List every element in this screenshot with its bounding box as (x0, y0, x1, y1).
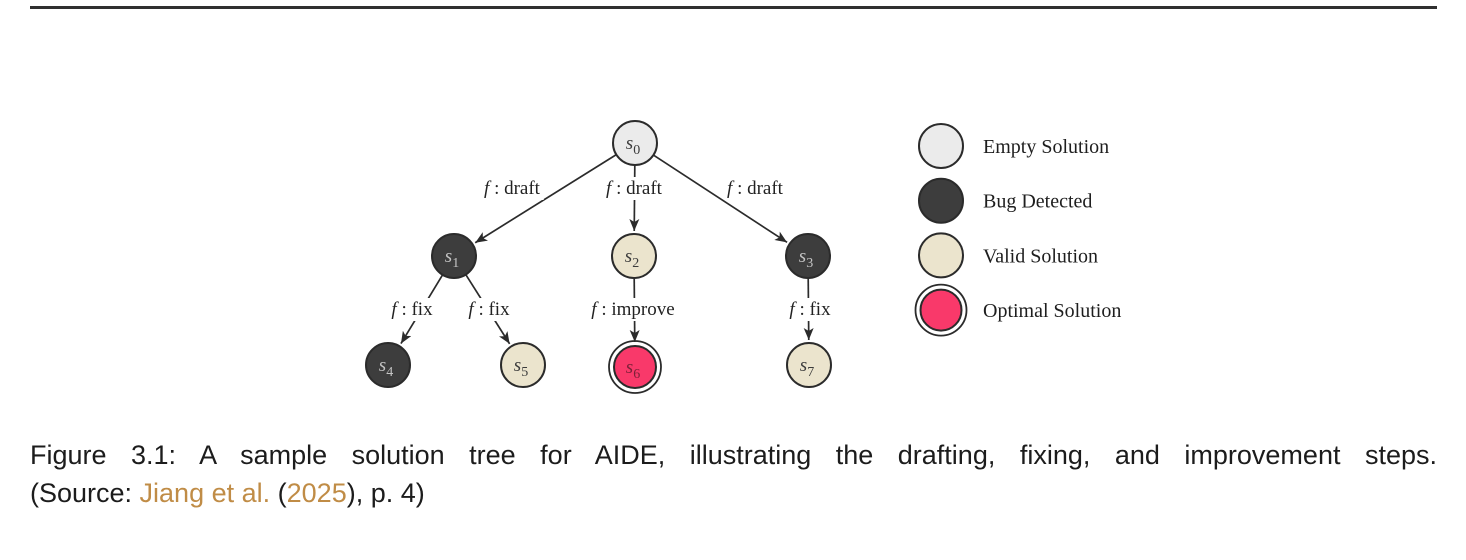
node-s7-circle (786, 342, 832, 388)
node-s1: s1 (431, 233, 477, 279)
edge-label-bg (724, 177, 787, 200)
legend-row-empty: Empty Solution (918, 123, 1109, 169)
edge-label-s0-s3: f : draft (724, 177, 787, 200)
edge-label-s3-s7: f : fix (786, 298, 835, 321)
citation-year-link[interactable]: 2025 (286, 478, 347, 508)
node-s3-circle (785, 233, 831, 279)
citation-authors-link[interactable]: Jiang et al. (139, 478, 271, 508)
edge-label-bg (588, 298, 678, 321)
node-s3-label: s3 (799, 246, 813, 271)
node-s0-circle (612, 120, 658, 166)
edge-label-text: f : fix (391, 299, 433, 320)
legend-row-valid: Valid Solution (918, 232, 1098, 279)
node-s0-label: s0 (626, 133, 640, 158)
node-s1-label: s1 (445, 246, 459, 271)
header-rule (30, 6, 1437, 9)
legend-row-bug: Bug Detected (918, 177, 1092, 224)
edge-label-bg (465, 298, 514, 321)
node-s5: s5 (500, 342, 546, 388)
edge-label-s0-s2: f : draft (603, 177, 666, 200)
edges-layer (400, 153, 814, 345)
node-s4: s4 (365, 342, 411, 388)
edge-label-bg (603, 177, 666, 200)
caption-source-line: (Source: Jiang et al. (2025), p. 4) (30, 474, 1437, 512)
node-s2-label: s2 (625, 246, 639, 271)
edge-label-s1-s5: f : fix (465, 298, 514, 321)
node-s5-label: s5 (514, 355, 528, 380)
legend-swatch-optimal-outer-ring (914, 283, 968, 337)
node-s5-circle (500, 342, 546, 388)
legend-label-bug: Bug Detected (983, 191, 1092, 213)
edge-label-bg (786, 298, 835, 321)
node-s4-label: s4 (379, 355, 393, 380)
figure-caption: Figure 3.1: A sample solution tree for A… (30, 436, 1437, 512)
edge-label-text: f : draft (484, 178, 541, 199)
node-s3: s3 (785, 233, 831, 279)
node-s0: s0 (612, 120, 658, 166)
node-s1-circle (431, 233, 477, 279)
legend-swatch-bug (918, 177, 964, 224)
node-s6-outer-ring (608, 340, 662, 394)
edge-s0-s3-arrow (652, 154, 788, 244)
edge-label-text: f : fix (468, 299, 510, 320)
node-s7-label: s7 (800, 355, 814, 380)
edge-labels-layer: f : draft f : draft f : draft f : fix f : fi… (388, 177, 835, 321)
legend-row-optimal: Optimal Solution (914, 283, 1121, 337)
legend-label-optimal: Optimal Solution (983, 300, 1121, 322)
caption-source-suffix: ), p. 4) (346, 478, 425, 508)
edge-label-s1-s4: f : fix (388, 298, 437, 321)
legend-swatch-optimal (919, 288, 963, 332)
edge-label-s2-s6: f : improve (588, 298, 678, 321)
legend-swatch-empty (918, 123, 964, 169)
edge-label-bg (388, 298, 437, 321)
node-s6-circle (613, 345, 657, 389)
legend-swatch-valid (918, 232, 964, 279)
edge-label-text: f : draft (727, 178, 784, 199)
nodes-layer: s0 s1 s2 s3 s4 s5 s6 s7 (365, 120, 832, 394)
edge-label-s0-s1: f : draft (481, 177, 544, 200)
caption-source-between: ( (270, 478, 287, 508)
node-s4-circle (365, 342, 411, 388)
node-s6: s6 (608, 340, 662, 394)
node-s6-label: s6 (626, 357, 640, 382)
caption-text: Figure 3.1: A sample solution tree for A… (30, 440, 1437, 470)
edge-label-text: f : draft (606, 178, 663, 199)
node-s7: s7 (786, 342, 832, 388)
legend-label-empty: Empty Solution (983, 136, 1109, 158)
edge-s0-s1-arrow (474, 153, 617, 244)
edge-label-bg (481, 177, 544, 200)
solution-tree-figure: f : draft f : draft f : draft f : fix f : fi… (365, 120, 1121, 394)
edge-label-text: f : improve (591, 299, 674, 320)
node-s2: s2 (611, 233, 657, 279)
caption-source-prefix: (Source: (30, 478, 140, 508)
node-s2-circle (611, 233, 657, 279)
edge-label-text: f : fix (789, 299, 831, 320)
legend-label-valid: Valid Solution (983, 245, 1098, 267)
